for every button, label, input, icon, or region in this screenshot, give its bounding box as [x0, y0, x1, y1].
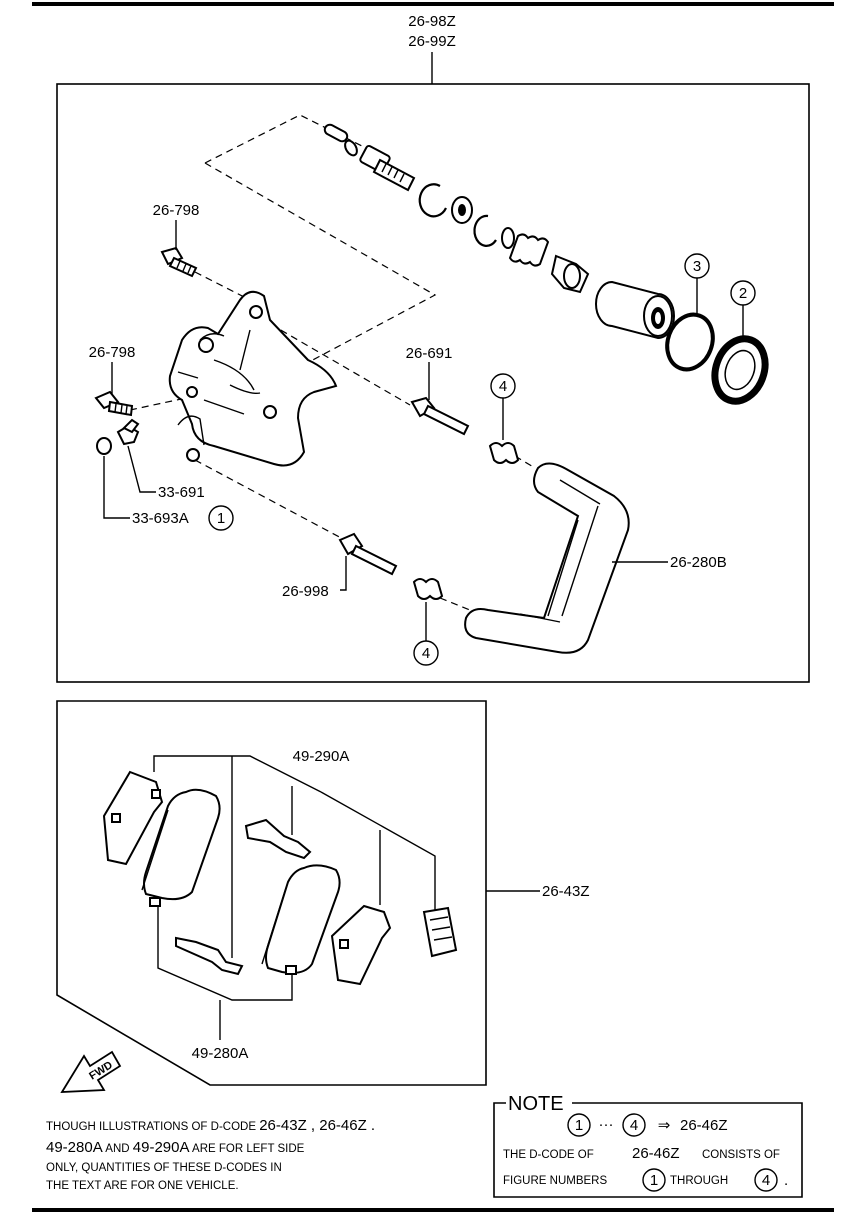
shim-leaders: [153, 755, 436, 958]
label-26-280b: 26-280B: [670, 554, 727, 571]
pad-kit-frame: [56, 700, 487, 1086]
assembly-label-26-99z: 26-99Z: [408, 33, 456, 50]
label-49-290a: 49-290A: [293, 748, 350, 765]
note-circle-1: [567, 1113, 591, 1137]
label-26-998: 26-998: [282, 583, 329, 600]
bleeder-leader: [127, 445, 156, 493]
guide-pin-upper: [410, 396, 470, 436]
pad-shim-plate: [422, 906, 458, 958]
outer-shim-left: [102, 770, 164, 866]
assembly-label-26-98z: 26-98Z: [408, 13, 456, 30]
note-line2-a: THE D-CODE OF: [503, 1149, 594, 1161]
spring-lower: [412, 578, 444, 600]
callout-1: [208, 505, 234, 531]
callout-3-text: 3: [693, 258, 701, 275]
dust-boot: [711, 335, 769, 405]
label-26-798-lower: 26-798: [89, 344, 136, 361]
bleeder-cap: [96, 437, 112, 455]
note-circle-4b: [754, 1168, 778, 1192]
spring-upper: [488, 442, 520, 464]
disclaimer-line-4: THE TEXT ARE FOR ONE VEHICLE.: [46, 1180, 239, 1192]
callout-1-text: 1: [217, 510, 225, 527]
label-49-280a: 49-280A: [192, 1045, 249, 1062]
note-line2-b: 26-46Z: [632, 1145, 680, 1162]
note-line3-c: THROUGH: [670, 1175, 728, 1187]
cap-leader: [103, 456, 130, 519]
note-line3-b: 1: [650, 1172, 658, 1189]
note-range-start: 1: [575, 1117, 583, 1134]
label-33-691: 33-691: [158, 484, 205, 501]
callout-2-text: 2: [739, 285, 747, 302]
wear-clip-left: [175, 936, 244, 976]
guide-pin-assembly: [323, 123, 590, 294]
disclaimer-line-3: ONLY, QUANTITIES OF THESE D-CODES IN: [46, 1162, 282, 1174]
anti-rattle-clip: [244, 818, 312, 860]
outer-shim-right: [330, 904, 392, 986]
note-line3-e: .: [784, 1172, 788, 1189]
caliper-bolt-lower: [94, 390, 134, 417]
guide-pin-lower: [338, 532, 398, 576]
note-title: NOTE: [508, 1093, 564, 1115]
callout-4-upper: [490, 373, 516, 399]
disclaimer-line-2: 49-280A AND 49-290A ARE FOR LEFT SIDE: [46, 1139, 305, 1156]
callout-2: [730, 280, 756, 306]
note-line3-d: 4: [762, 1172, 770, 1189]
note-circle-1b: [642, 1168, 666, 1192]
label-33-693a: 33-693A: [132, 510, 189, 527]
note-range-end: 4: [630, 1117, 638, 1134]
pin-lower-leader: [340, 556, 347, 591]
disclaimer-line-1: THOUGH ILLUSTRATIONS OF D-CODE 26-43Z , …: [46, 1117, 375, 1134]
caliper-bolt-upper: [160, 246, 198, 278]
piston: [595, 280, 675, 340]
callout-3: [684, 253, 710, 279]
note-range-dots: ···: [599, 1116, 614, 1133]
caliper-bracket: [464, 462, 630, 654]
bleeder-screw: [116, 418, 140, 446]
label-26-43z: 26-43Z: [542, 883, 590, 900]
caliper-frame: [56, 83, 810, 683]
note-arrow: ⇒: [658, 1117, 671, 1134]
pad-leaders: [157, 906, 293, 1001]
label-26-798-upper: 26-798: [153, 202, 200, 219]
brake-pad-left: [141, 788, 221, 907]
note-line2-c: CONSISTS OF: [702, 1149, 780, 1161]
label-26-691: 26-691: [406, 345, 453, 362]
brake-pad-right: [261, 864, 341, 975]
callout-4-lower-text: 4: [422, 645, 430, 662]
note-circle-4: [622, 1113, 646, 1137]
note-result: 26-46Z: [680, 1117, 728, 1134]
piston-seal: [665, 312, 715, 372]
callout-4-upper-text: 4: [499, 378, 507, 395]
caliper-body: [168, 290, 338, 467]
forward-arrow-icon: FWD: [60, 1050, 122, 1093]
note-line3-a: FIGURE NUMBERS: [503, 1175, 607, 1187]
callout-4-lower: [413, 640, 439, 666]
note-box: NOTE 1 ··· 4 ⇒ 26-46Z THE D-CODE OF 26-4…: [493, 1093, 803, 1198]
